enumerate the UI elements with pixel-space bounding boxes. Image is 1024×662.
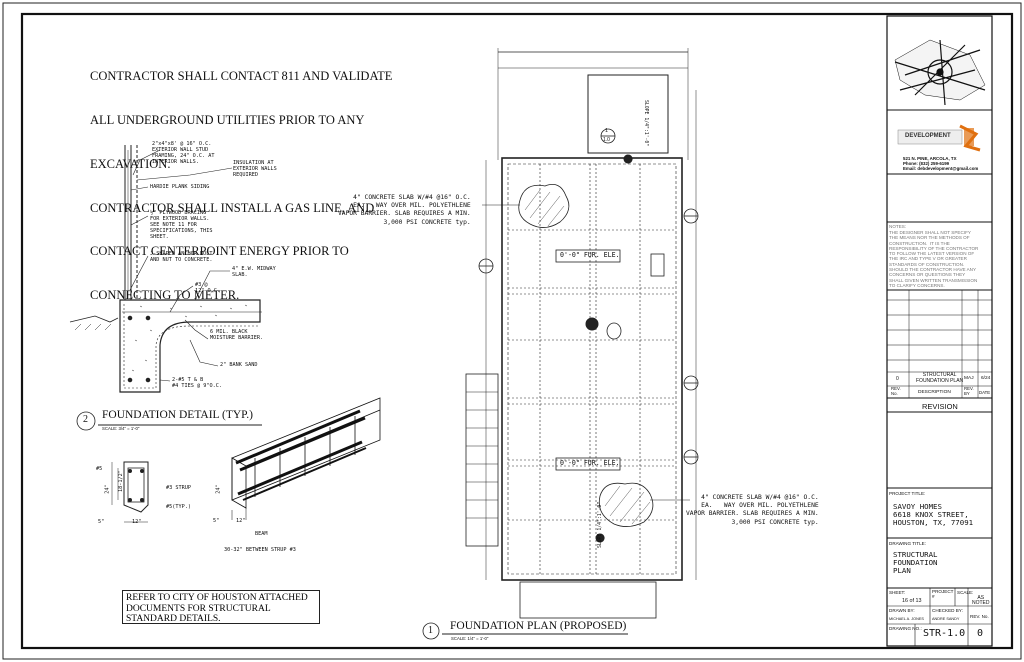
rev-header-no: REV. No. bbox=[891, 386, 901, 396]
foundation-plan-graphic bbox=[422, 48, 699, 640]
slope-top: SLOPE 1/4":1'-0" bbox=[643, 100, 648, 147]
detail-number: 2 bbox=[83, 414, 88, 425]
section-tag-num: 1 bbox=[605, 128, 609, 134]
company-address: 521 N. PINE, ARCOLA, TX Phone: (832) 259… bbox=[903, 156, 979, 171]
drawn-by: MICHAEL A. JONES bbox=[889, 617, 924, 621]
general-note-line: CONTRACTOR SHALL INSTALL A GAS LINE, AND bbox=[90, 200, 375, 215]
general-note-line: EXCAVATION. bbox=[90, 156, 171, 171]
callout-rebar: #3 @ 12" O.C. bbox=[195, 282, 220, 294]
project-label: PROJECT # bbox=[932, 589, 954, 599]
company-name: DEVELOPMENT bbox=[905, 133, 951, 139]
general-note-line: CONNECTING TO METER. bbox=[90, 288, 240, 303]
reference-note: REFER TO CITY OF HOUSTON ATTACHED DOCUME… bbox=[122, 590, 320, 624]
fur-ele-top: 0'-0" FUR. ELE. bbox=[560, 251, 620, 259]
beam-dim-5b: 5" bbox=[213, 518, 220, 524]
callout-siding: HARDIE PLANK SIDING bbox=[150, 184, 210, 190]
slab-note-bottom: 4" CONCRETE SLAB W/#4 @16" O.C. EA. WAY … bbox=[686, 494, 819, 526]
beam-spacing: 30-32" BETWEEN STRUP #3 bbox=[224, 547, 296, 553]
detail-scale: SCALE: 3/4" = 1'-0" bbox=[102, 426, 140, 431]
callout-midway: 4" E.W. MIDWAY SLAB. bbox=[232, 266, 276, 278]
beam-strup: #3 STRUP bbox=[166, 485, 191, 491]
title-block-frame bbox=[886, 15, 993, 647]
revision-label: REVISION bbox=[922, 402, 958, 411]
slope-bottom: SLOPE 1/4":1'-0" bbox=[598, 501, 603, 548]
beam-label-5: #5 bbox=[96, 466, 103, 472]
rev-no: 0 bbox=[896, 376, 899, 382]
checked-by-label: CHECKED BY: bbox=[932, 608, 963, 613]
drawing-no-label: DRAWING NO.: bbox=[889, 626, 922, 631]
project-title-label: PROJECT TITLE: bbox=[889, 491, 926, 496]
callout-anchor: J-SHAPED ANCHOR BOLT AND NUT TO CONCRETE… bbox=[150, 251, 213, 263]
location-map bbox=[894, 39, 986, 106]
callout-sand: 2" BANK SAND bbox=[220, 362, 258, 368]
beam-label: BEAM bbox=[255, 531, 268, 537]
general-note-line: CONTACT CENTERPOINT ENERGY PRIOR TO bbox=[90, 244, 349, 259]
fur-ele-bottom: 0'-0" FUR. ELE. bbox=[560, 459, 620, 467]
rev-header-date: DATE bbox=[979, 390, 991, 395]
beam-perspective-graphic bbox=[231, 397, 381, 520]
sheet-value: 16 of 13 bbox=[902, 598, 922, 604]
callout-ties: 2-#5 T & B #4 TIES @ 9"O.C. bbox=[172, 377, 222, 389]
section-tag-sheet: 1.0 bbox=[603, 137, 610, 143]
rev-no-value: 0 bbox=[977, 628, 984, 639]
notes-label: NOTES: bbox=[889, 224, 907, 229]
drawn-by-label: DRAWN BY: bbox=[889, 608, 915, 613]
drawing-title-label: DRAWING TITLE: bbox=[889, 541, 927, 546]
beam-dim-12b: 12" bbox=[236, 518, 246, 524]
callout-stud: 2"x4"x8' @ 16" O.C. EXTERIOR WALL STUD F… bbox=[152, 141, 215, 165]
rev-description: STRUCTURAL FOUNDATION PLAN bbox=[916, 372, 964, 384]
beam-dim-12: 12" bbox=[132, 519, 142, 525]
scale-label: SCALE: bbox=[957, 590, 974, 595]
notes-text: THE DESIGNER SHALL NOT SPECIFY THE MEANS… bbox=[889, 230, 979, 288]
slab-note-top: 4" CONCRETE SLAB W/#4 @16" O.C. EA. WAY … bbox=[338, 194, 471, 226]
drawing-no: STR-1.0 bbox=[923, 628, 966, 639]
beam-dim-24b: 24" bbox=[215, 484, 222, 494]
general-note-line: CONTRACTOR SHALL CONTACT 811 AND VALIDAT… bbox=[90, 69, 393, 84]
beam-dim-24: 24" bbox=[104, 484, 111, 494]
rev-date: 6/24 bbox=[981, 376, 991, 381]
scale-value: AS NOTED bbox=[972, 595, 990, 606]
beam-dim-18: 18-1/2" bbox=[117, 470, 124, 492]
project-title: SAVOY HOMES 6618 KNOX STREET, HOUSTON, T… bbox=[893, 502, 974, 527]
rev-header-by: REV. BY bbox=[964, 386, 974, 396]
rev-by: MAJ bbox=[964, 376, 974, 381]
beam-dim-5: 5" bbox=[98, 519, 105, 525]
callout-insulation: INSULATION AT EXTERIOR WALLS REQUIRED bbox=[233, 160, 277, 178]
plan-title: FOUNDATION PLAN (PROPOSED) bbox=[450, 620, 627, 632]
detail-title: FOUNDATION DETAIL (TYP.) bbox=[102, 409, 254, 421]
sheet-label: SHEET: bbox=[889, 590, 906, 595]
checked-by: ANDRE SANDY bbox=[932, 617, 960, 621]
callout-barrier: 6 MIL. BLACK MOISTURE BARRIER. bbox=[210, 329, 264, 341]
plan-scale: SCALE: 1/4" = 1'-0" bbox=[451, 636, 489, 641]
beam-typ: #5(TYP.) bbox=[166, 504, 191, 510]
inner-border bbox=[20, 12, 1014, 650]
general-notes: CONTRACTOR SHALL CONTACT 811 AND VALIDAT… bbox=[90, 40, 392, 317]
drawing-title: STRUCTURAL FOUNDATION PLAN bbox=[893, 550, 938, 575]
plan-number: 1 bbox=[428, 625, 433, 636]
company-logo bbox=[897, 124, 981, 152]
foundation-detail-graphic bbox=[69, 145, 262, 431]
general-note-line: ALL UNDERGROUND UTILITIES PRIOR TO ANY bbox=[90, 112, 365, 127]
beam-section-graphic bbox=[111, 461, 149, 523]
callout-plywood: ½" PLYWOOD BRACING FOR EXTERIOR WALLS. S… bbox=[150, 210, 213, 240]
rev-header-description: DESCRIPTION bbox=[918, 390, 951, 395]
rev-no-label: REV. No. bbox=[970, 614, 989, 619]
